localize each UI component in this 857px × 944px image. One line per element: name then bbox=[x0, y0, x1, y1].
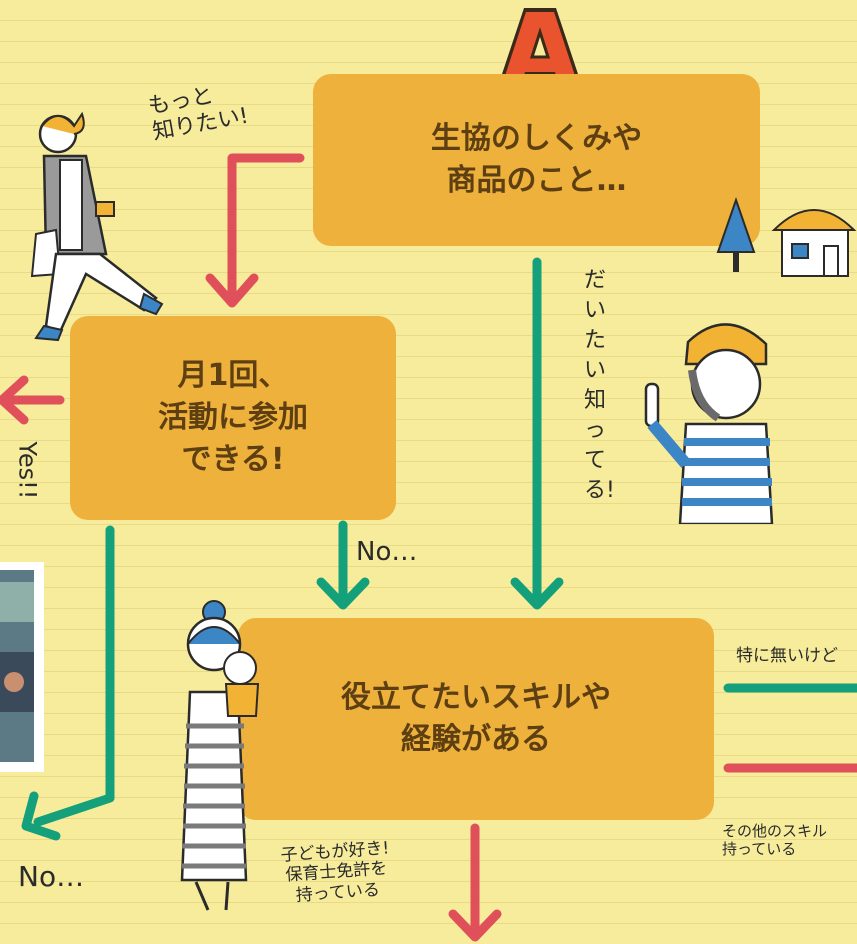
arrowhead-yes-left bbox=[0, 375, 29, 425]
box-bottom: 役立てたいスキルや 経験がある bbox=[238, 618, 714, 820]
arrow-top-to-middle bbox=[227, 153, 305, 303]
photo-thumbnail bbox=[0, 562, 44, 772]
arrow-middle-left-down bbox=[33, 525, 115, 827]
trees-house-illustration bbox=[716, 196, 856, 277]
note-no-middle: No… bbox=[356, 537, 418, 567]
note-no-left: No… bbox=[18, 860, 85, 893]
box-middle: 月1回、 活動に参加 できる! bbox=[70, 316, 396, 520]
box-bottom-text: 役立てたいスキルや 経験がある bbox=[341, 680, 611, 757]
box-middle-text: 月1回、 活動に参加 できる! bbox=[158, 358, 308, 477]
note-nothing-special: 特に無いけど bbox=[736, 646, 838, 666]
arrowhead-top-to-bottom bbox=[510, 577, 564, 610]
note-childcare: 子どもが好き! 保育士免許を 持っている bbox=[279, 838, 390, 906]
walking-woman-illustration bbox=[30, 111, 164, 342]
arrowhead-bottom-down bbox=[448, 909, 502, 942]
arrowhead-top-to-middle bbox=[205, 273, 259, 308]
arrowhead-middle-no bbox=[316, 577, 370, 610]
arrowhead-middle-left-down bbox=[21, 791, 61, 841]
mother-baby-illustration bbox=[180, 600, 260, 911]
note-yes: Yes!! bbox=[13, 441, 42, 500]
box-top: 生協のしくみや 商品のこと… bbox=[313, 74, 760, 246]
box-top-text: 生協のしくみや 商品のこと… bbox=[430, 121, 643, 198]
girl-beanie-illustration bbox=[644, 323, 774, 524]
note-know-mostly: だいたい知ってる! bbox=[584, 268, 615, 503]
note-other-skills: その他のスキル 持っている bbox=[722, 822, 828, 858]
